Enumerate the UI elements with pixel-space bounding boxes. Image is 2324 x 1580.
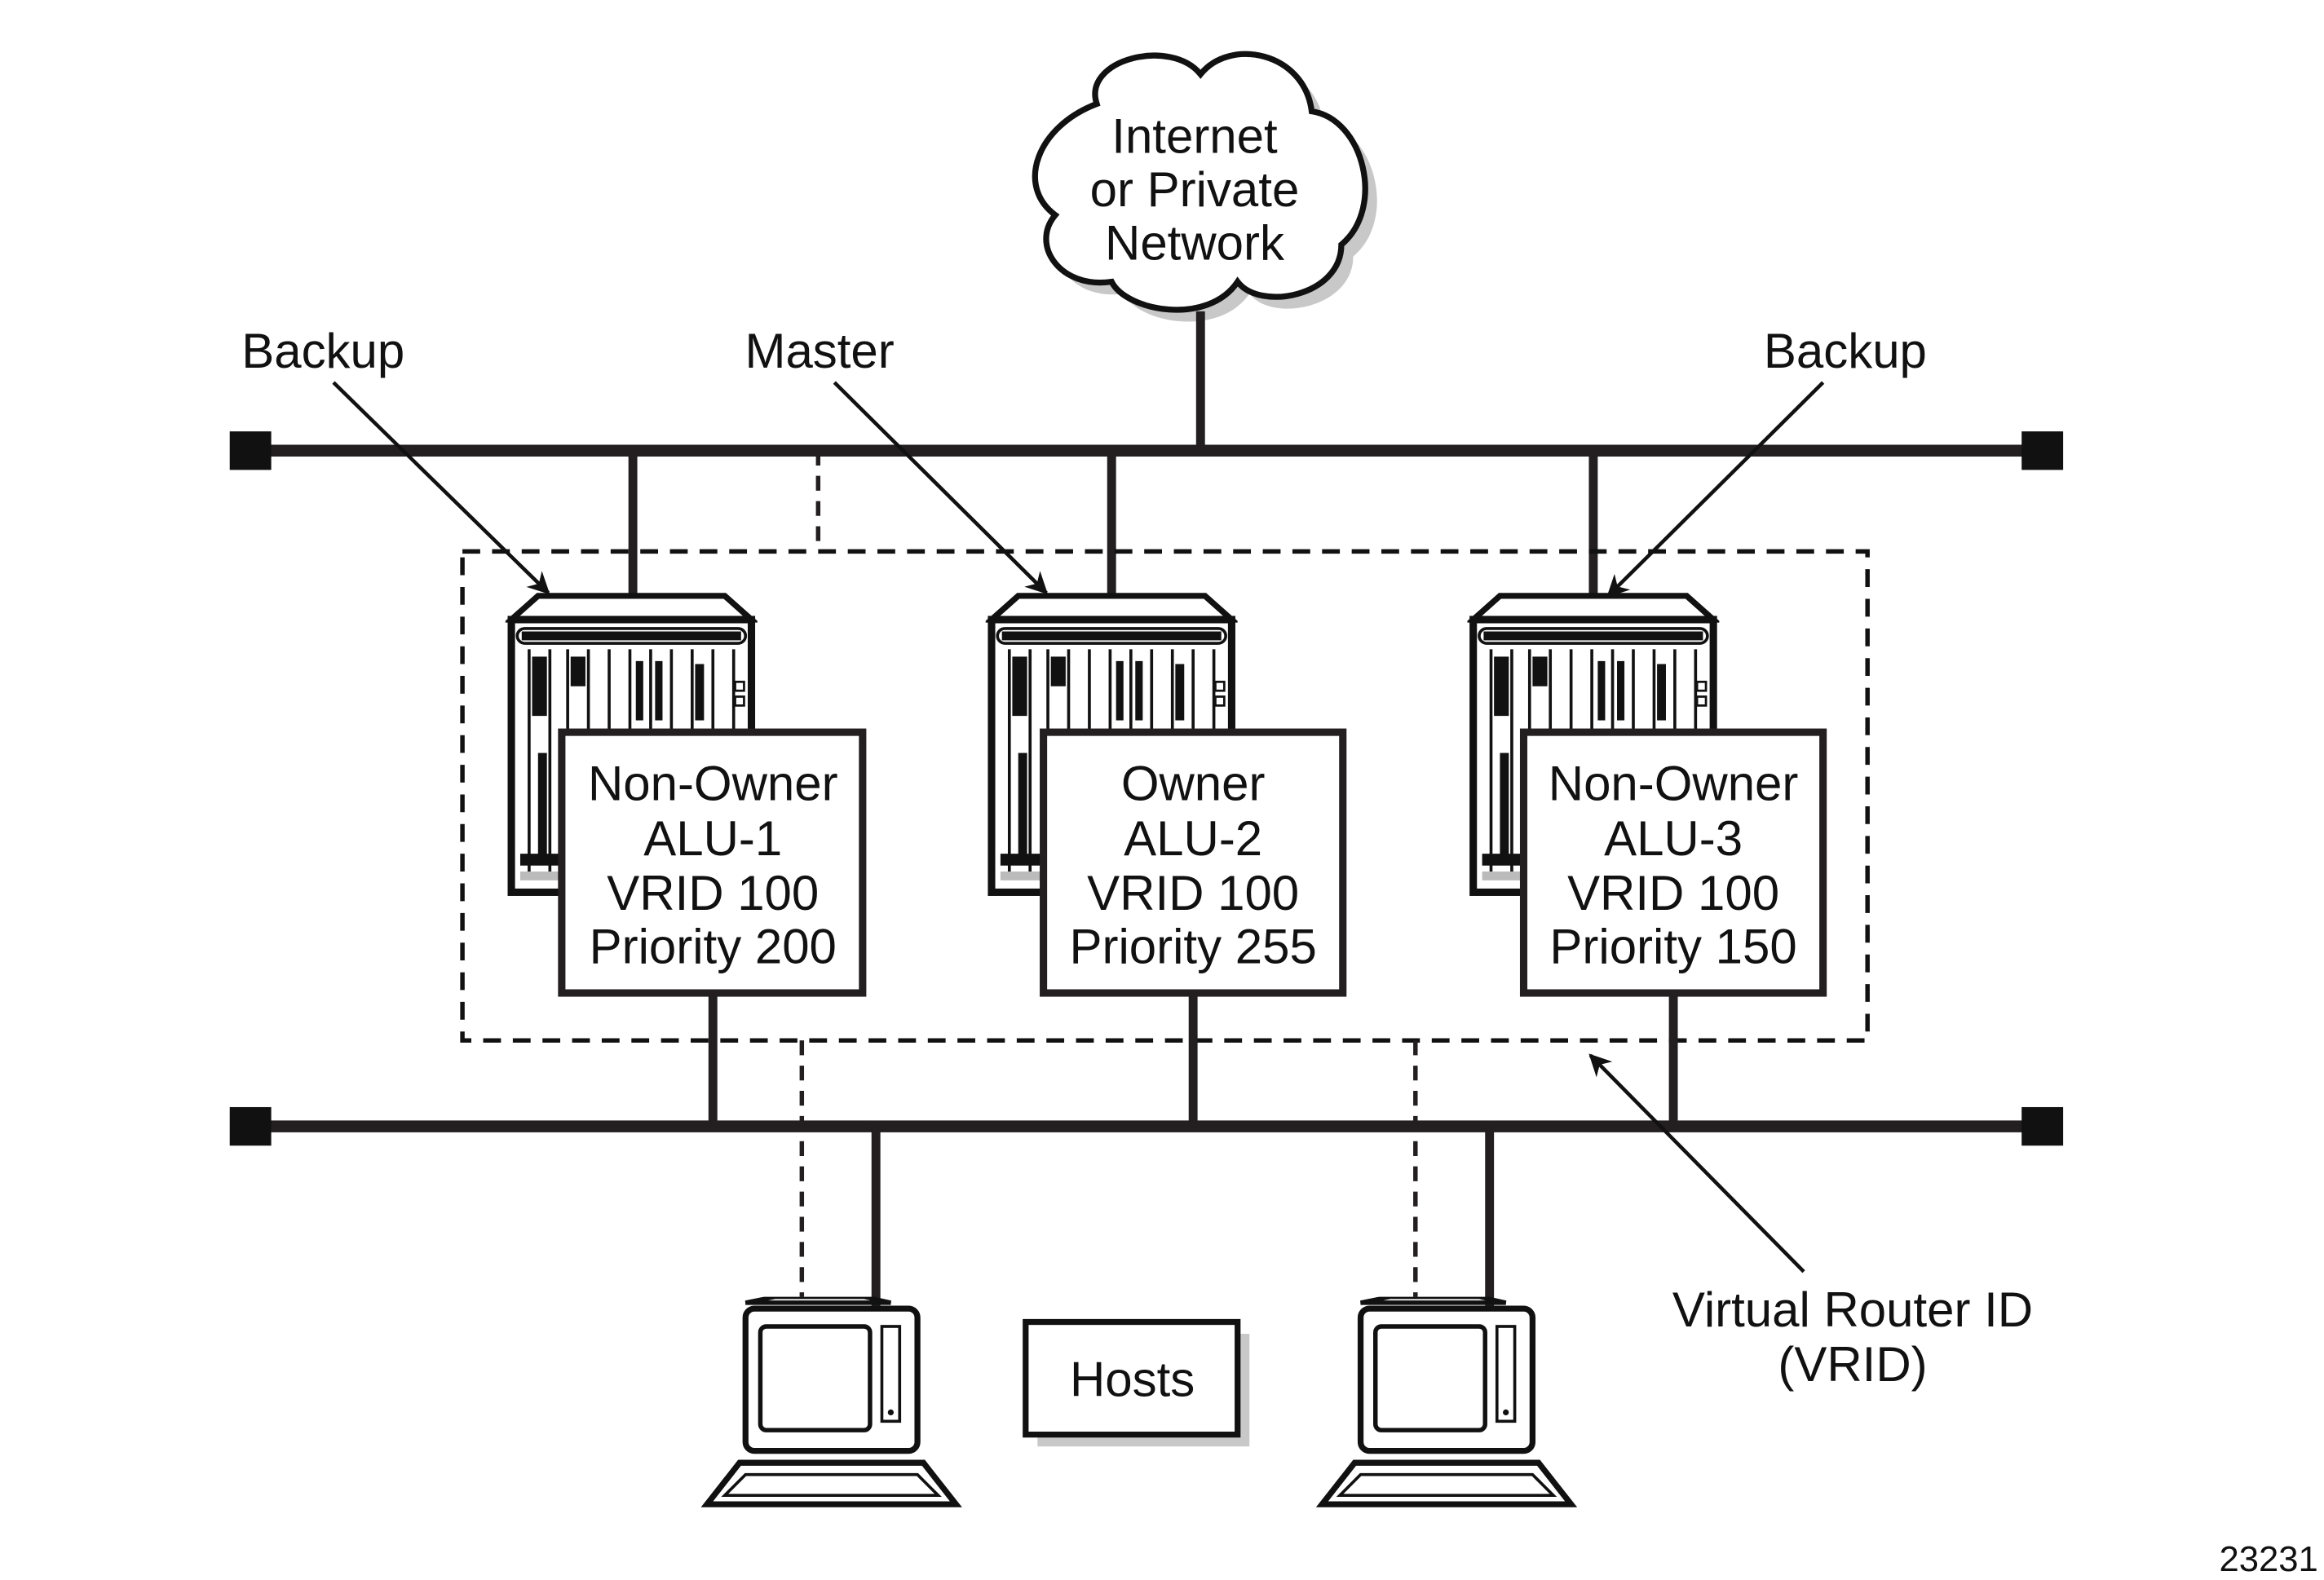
router-1-vrid: VRID 100 (607, 866, 819, 920)
vrid-label-line-1: Virtual Router ID (1672, 1282, 2033, 1337)
master-label: Master (744, 324, 894, 378)
router-3-role: Non-Owner (1549, 757, 1799, 811)
bottom-network-bus (229, 993, 2064, 1312)
router-3-vrid: VRID 100 (1567, 866, 1779, 920)
router-3-name: ALU-3 (1604, 811, 1743, 866)
master-arrow (833, 381, 1049, 595)
backup-left-arrow (332, 381, 550, 595)
router-2-role: Owner (1121, 757, 1266, 811)
router-label-alu-2: Owner ALU-2 VRID 100 Priority 255 (1040, 728, 1347, 997)
hosts-label-box: Hosts (1023, 1318, 1250, 1447)
vrid-arrow (1588, 1053, 1805, 1273)
figure-number: 23231 (2219, 1540, 2317, 1579)
cloud-label-line-2: or Private (1090, 162, 1300, 217)
router-2-priority: Priority 255 (1070, 920, 1317, 974)
vrid-label-line-2: (VRID) (1778, 1337, 1927, 1392)
cloud-shape (1032, 51, 1377, 322)
router-2-name: ALU-2 (1124, 811, 1262, 866)
router-2-vrid: VRID 100 (1087, 866, 1299, 920)
router-1-role: Non-Owner (588, 757, 838, 811)
backup-right-arrow (1606, 381, 1825, 598)
host-computer-icon-1 (707, 1297, 956, 1504)
router-1-name: ALU-1 (643, 811, 782, 866)
vrid-group-boundary (460, 549, 1870, 1043)
router-label-alu-3: Non-Owner ALU-3 VRID 100 Priority 150 (1519, 728, 1827, 997)
router-label-alu-1: Non-Owner ALU-1 VRID 100 Priority 200 (558, 728, 867, 997)
hosts-label: Hosts (1070, 1352, 1195, 1406)
cloud-label-line-1: Internet (1111, 108, 1278, 163)
backup-label-left: Backup (241, 324, 404, 378)
host-computer-icon-2 (1322, 1297, 1571, 1504)
cloud-label-line-3: Network (1105, 215, 1285, 270)
router-3-priority: Priority 150 (1549, 920, 1796, 974)
top-network-bus (229, 311, 2064, 596)
router-1-priority: Priority 200 (590, 920, 837, 974)
backup-label-right: Backup (1764, 324, 1927, 378)
